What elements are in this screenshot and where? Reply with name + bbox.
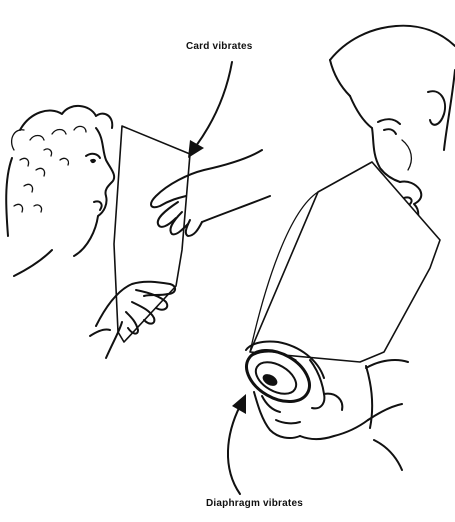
card-arrow (188, 62, 232, 158)
woman-figure (6, 106, 114, 276)
card-vibrates-label: Card vibrates (186, 41, 253, 52)
diaphragm-vibrates-label: Diaphragm vibrates (206, 498, 303, 509)
horn (250, 162, 440, 362)
card (114, 126, 190, 342)
diaphragm-arrow (228, 394, 246, 494)
